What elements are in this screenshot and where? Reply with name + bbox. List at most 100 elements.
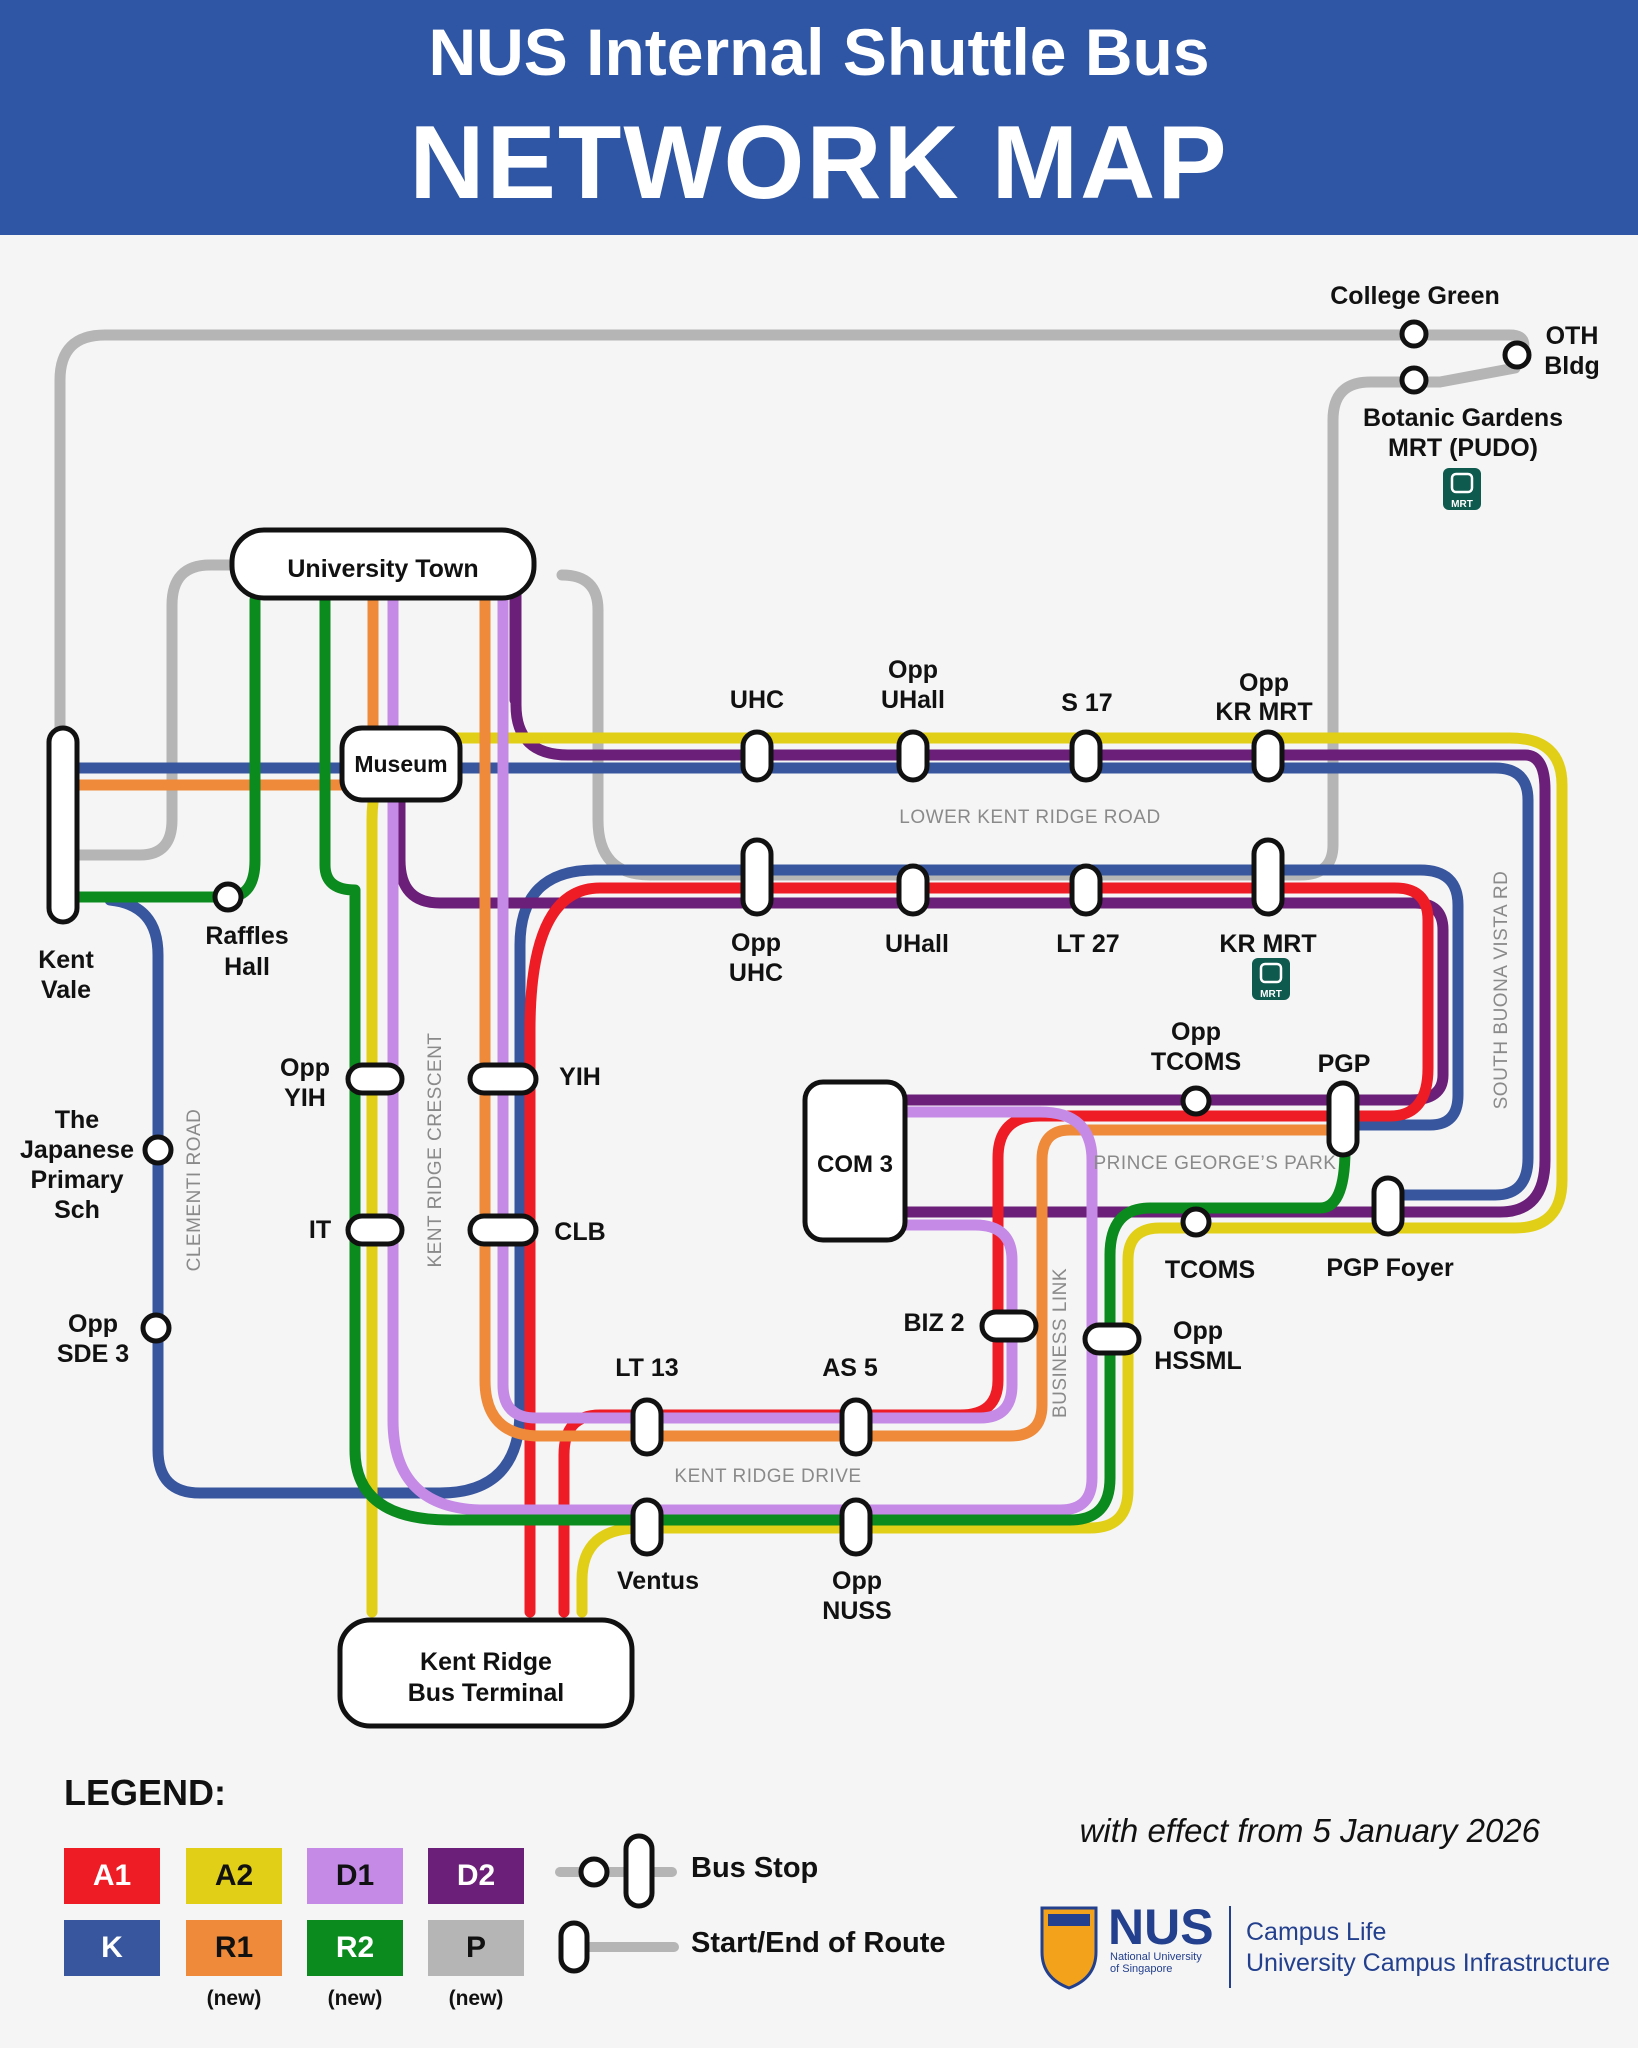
hub-university-town[interactable]: University Town (229, 527, 537, 601)
header-banner: NUS Internal Shuttle Bus NETWORK MAP (0, 0, 1638, 235)
mrt-badge-label-botanic: MRT (1451, 499, 1473, 510)
label-pgp-foyer: PGP Foyer (1326, 1254, 1454, 1282)
label-opp-nuss-2: NUSS (822, 1597, 891, 1625)
legend-start-end-label: Start/End of Route (691, 1927, 946, 1959)
stop-kent-vale-bar[interactable] (46, 725, 80, 925)
stop-uhall-marker[interactable] (896, 863, 930, 917)
stop-pgp-foyer-marker[interactable] (1371, 1175, 1405, 1237)
label-opp-yih-1: Opp (280, 1054, 330, 1082)
footer-divider (1229, 1906, 1231, 1988)
stop-tcoms-marker[interactable] (1180, 1206, 1212, 1238)
label-jps-4: Sch (54, 1196, 100, 1224)
route-d1-line (387, 594, 1098, 1516)
label-lt13: LT 13 (615, 1354, 678, 1382)
stop-opp-tcoms-marker[interactable] (1180, 1085, 1212, 1117)
route-p-line (54, 329, 1530, 886)
nus-crest-logo (1040, 1906, 1098, 1990)
road-south-buona-vista: SOUTH BUONA VISTA RD (1491, 871, 1512, 1110)
hub-kent-ridge-terminal[interactable]: Kent Ridge Bus Terminal (337, 1617, 635, 1729)
label-ventus: Ventus (617, 1567, 699, 1595)
legend-bus-stop-symbol (555, 1833, 677, 1909)
stop-raffles-marker[interactable] (212, 881, 244, 913)
legend-note-r2: (new) (327, 1987, 383, 2010)
road-kent-ridge-drive: KENT RIDGE DRIVE (674, 1466, 861, 1487)
hub-museum[interactable]: Museum (339, 725, 463, 803)
label-botanic-2: MRT (PUDO) (1388, 434, 1538, 462)
label-opp-tcoms-2: TCOMS (1151, 1048, 1241, 1076)
stop-pgp-marker[interactable] (1326, 1080, 1360, 1158)
stop-jps-marker[interactable] (142, 1134, 174, 1166)
stop-botanic-marker[interactable] (1399, 365, 1429, 395)
nus-logo-subtext: National University of Singapore (1110, 1951, 1202, 1975)
stop-uhc-marker[interactable] (740, 729, 774, 783)
route-d2-loop (394, 794, 1449, 1106)
stop-opp-nuss-marker[interactable] (839, 1497, 873, 1557)
legend-title: LEGEND: (64, 1772, 226, 1813)
stop-ventus-marker[interactable] (630, 1497, 664, 1557)
label-as5: AS 5 (822, 1354, 878, 1382)
route-a1-line (524, 882, 1434, 1618)
mrt-icon: MRT (1443, 468, 1481, 510)
label-it: IT (309, 1216, 331, 1244)
label-jps-2: Japanese (20, 1136, 134, 1164)
label-raffles-2: Hall (224, 953, 270, 981)
label-opp-nuss-1: Opp (832, 1567, 882, 1595)
label-uhall: UHall (885, 930, 949, 958)
label-opp-uhall-1: Opp (888, 656, 938, 684)
label-opp-hssml-2: HSSML (1154, 1347, 1242, 1375)
header-title: NUS Internal Shuttle Bus (428, 15, 1210, 89)
legend-route-a1: A1 (64, 1848, 160, 1904)
hub-com3[interactable]: COM 3 (802, 1079, 908, 1243)
footer-uci: University Campus Infrastructure (1246, 1949, 1611, 1977)
label-biz2: BIZ 2 (903, 1309, 964, 1337)
nus-sub-line-2: of Singapore (1110, 1963, 1173, 1975)
road-kent-ridge-crescent: KENT RIDGE CRESCENT (425, 1032, 446, 1267)
footer-campus-life: Campus Life (1246, 1918, 1387, 1946)
stop-opp-uhc-marker[interactable] (740, 837, 774, 917)
legend-route-a2: A2 (186, 1848, 282, 1904)
stop-college-green-marker[interactable] (1399, 319, 1429, 349)
legend-route-p: P (428, 1920, 524, 1976)
road-clementi: CLEMENTI ROAD (184, 1109, 205, 1272)
label-tcoms: TCOMS (1165, 1256, 1255, 1284)
label-yih: YIH (559, 1063, 601, 1091)
stop-yih-marker[interactable] (467, 1062, 539, 1096)
route-r2-loop (319, 594, 1351, 1526)
label-kent-vale-1: Kent (38, 946, 94, 974)
stop-opp-sde3-marker[interactable] (140, 1312, 172, 1344)
legend-start-end-symbol (558, 1920, 679, 1974)
nus-sub-line-1: National University (1110, 1951, 1202, 1963)
stop-opp-yih-marker[interactable] (345, 1062, 405, 1096)
stop-opp-uhall-marker[interactable] (896, 729, 930, 783)
stop-oth-marker[interactable] (1502, 340, 1532, 370)
label-uhc: UHC (730, 686, 784, 714)
label-jps-3: Primary (30, 1166, 123, 1194)
label-opp-uhc-1: Opp (731, 929, 781, 957)
legend-route-d2: D2 (428, 1848, 524, 1904)
hub-university-town-label: University Town (287, 555, 478, 583)
road-business-link: BUSINESS LINK (1050, 1268, 1071, 1418)
route-p-uturn (56, 559, 252, 861)
label-opp-tcoms-1: Opp (1171, 1018, 1221, 1046)
label-opp-sde3-2: SDE 3 (57, 1340, 129, 1368)
stop-lt13-marker[interactable] (630, 1397, 664, 1457)
stop-lt27-marker[interactable] (1069, 863, 1103, 917)
label-opp-krmrt-1: Opp (1239, 669, 1289, 697)
stop-biz2-marker[interactable] (979, 1309, 1039, 1343)
legend-route-d1: D1 (307, 1848, 403, 1904)
hub-kr-terminal-label-1: Kent Ridge (420, 1648, 552, 1676)
stop-s17-marker[interactable] (1069, 729, 1103, 783)
mrt-icon: MRT (1252, 958, 1290, 1000)
label-lt27: LT 27 (1056, 930, 1119, 958)
effective-date: with effect from 5 January 2026 (1079, 1812, 1540, 1849)
stop-as5-marker[interactable] (839, 1397, 873, 1457)
stop-opp-hssml-marker[interactable] (1082, 1322, 1142, 1356)
legend-note-p: (new) (448, 1987, 504, 2010)
stop-kr-mrt-marker[interactable] (1251, 837, 1285, 917)
stop-opp-krmrt-marker[interactable] (1251, 729, 1285, 783)
stop-clb-marker[interactable] (467, 1213, 539, 1247)
label-pgp: PGP (1318, 1050, 1371, 1078)
stop-it-marker[interactable] (345, 1213, 405, 1247)
